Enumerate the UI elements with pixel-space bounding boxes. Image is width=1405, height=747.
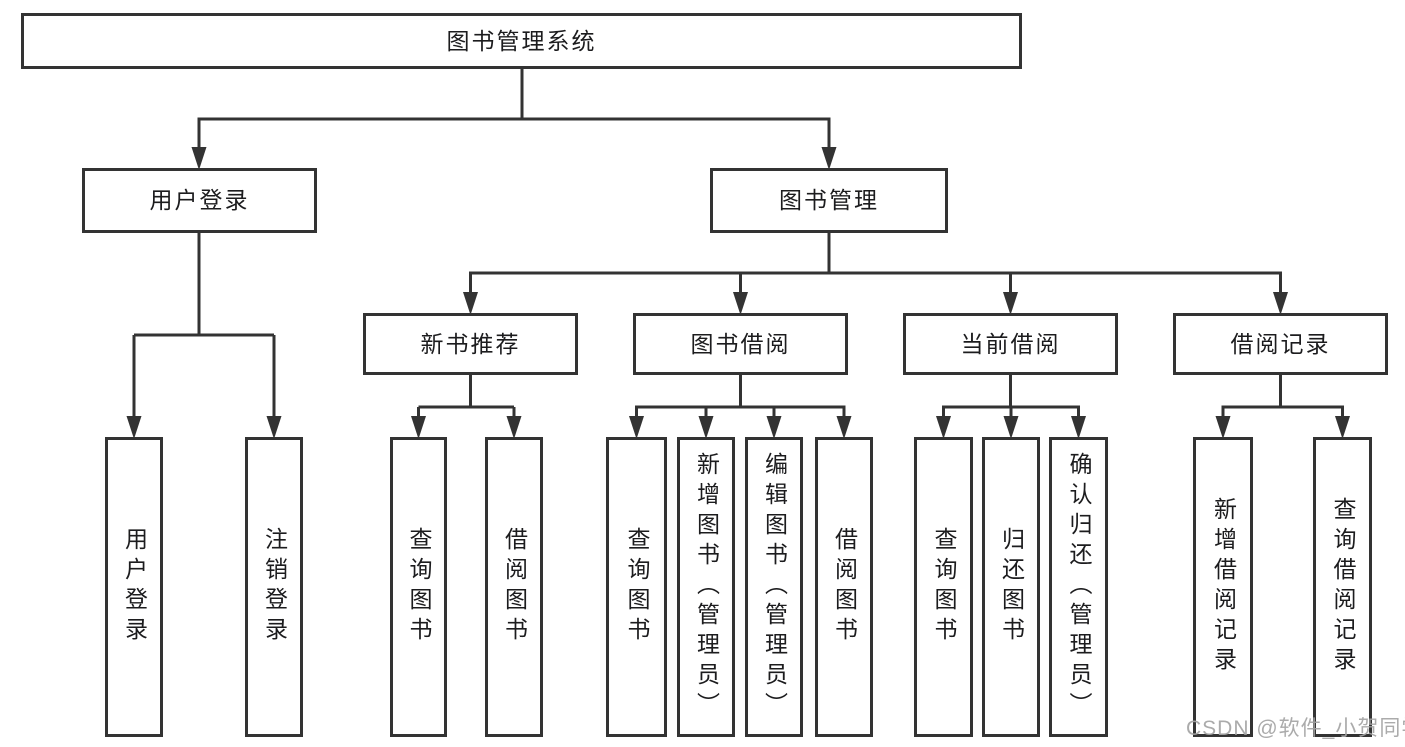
node-leaf-add-books-admin: 新增图书（管理员） <box>677 437 735 737</box>
node-leaf-user-login: 用户登录 <box>105 437 163 737</box>
node-leaf-query-borrow-record: 查询借阅记录 <box>1313 437 1372 737</box>
node-leaf-add-borrow-record: 新增借阅记录 <box>1193 437 1253 737</box>
node-leaf-borrow-borrow-books: 借阅图书 <box>815 437 873 737</box>
node-new-book-recommendation: 新书推荐 <box>363 313 578 375</box>
node-leaf-current-query-books: 查询图书 <box>914 437 973 737</box>
node-borrowing-records: 借阅记录 <box>1173 313 1388 375</box>
node-library-management-system: 图书管理系统 <box>21 13 1022 69</box>
node-leaf-borrow-query-books: 查询图书 <box>606 437 667 737</box>
node-leaf-confirm-return-admin: 确认归还（管理员） <box>1049 437 1108 737</box>
node-leaf-recommend-borrow-books: 借阅图书 <box>485 437 543 737</box>
node-leaf-return-books: 归还图书 <box>982 437 1040 737</box>
node-leaf-edit-books-admin: 编辑图书（管理员） <box>745 437 803 737</box>
node-current-borrowing: 当前借阅 <box>903 313 1118 375</box>
watermark-text: CSDN @软件_小贺同学 <box>1186 717 1405 740</box>
node-book-management: 图书管理 <box>710 168 948 233</box>
node-user-login: 用户登录 <box>82 168 317 233</box>
node-leaf-logout: 注销登录 <box>245 437 303 737</box>
node-leaf-recommend-query-books: 查询图书 <box>390 437 447 737</box>
node-book-borrowing: 图书借阅 <box>633 313 848 375</box>
